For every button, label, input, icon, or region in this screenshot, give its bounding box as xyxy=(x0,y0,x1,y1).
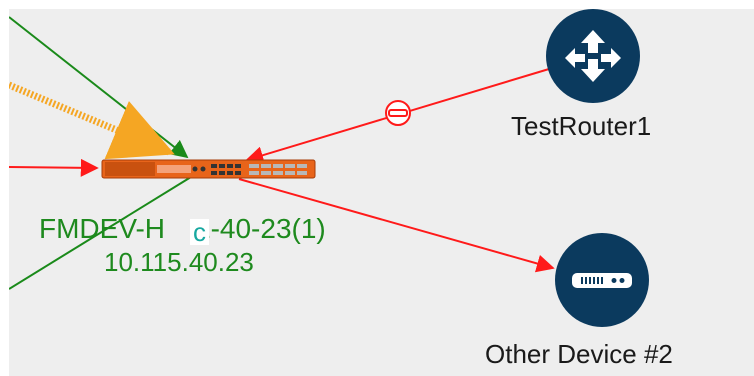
testrouter-label: TestRouter1 xyxy=(511,111,652,141)
server-icon xyxy=(572,273,632,288)
fmdev-ip-label: 10.115.40.23 xyxy=(104,247,254,277)
link-blocked-icon[interactable] xyxy=(385,100,411,126)
link-red-left[interactable] xyxy=(9,158,99,177)
other-device-label: Other Device #2 xyxy=(485,339,673,369)
switch-node-fmdev[interactable] xyxy=(101,159,316,179)
topology-map xyxy=(9,9,649,327)
topology-canvas[interactable]: TestRouter1 Other Device #2 FMDEV-H 1-40-… xyxy=(9,9,754,376)
device-node-other-device-2[interactable] xyxy=(555,233,649,327)
loading-cursor-icon: ᴄ xyxy=(190,219,209,245)
fmdev-name-suffix: 1-40-23(1) xyxy=(195,213,326,244)
link-red-other-device[interactable] xyxy=(238,178,555,273)
link-orange-dashed[interactable] xyxy=(9,81,175,160)
router-icon xyxy=(565,30,621,82)
link-green-top[interactable] xyxy=(9,16,189,159)
link-green-bottom[interactable] xyxy=(9,176,192,290)
router-node-testrouter[interactable] xyxy=(546,9,640,103)
fmdev-name-prefix: FMDEV-H xyxy=(39,213,165,244)
fmdev-name-label: FMDEV-H 1-40-23(1) xyxy=(39,213,326,245)
